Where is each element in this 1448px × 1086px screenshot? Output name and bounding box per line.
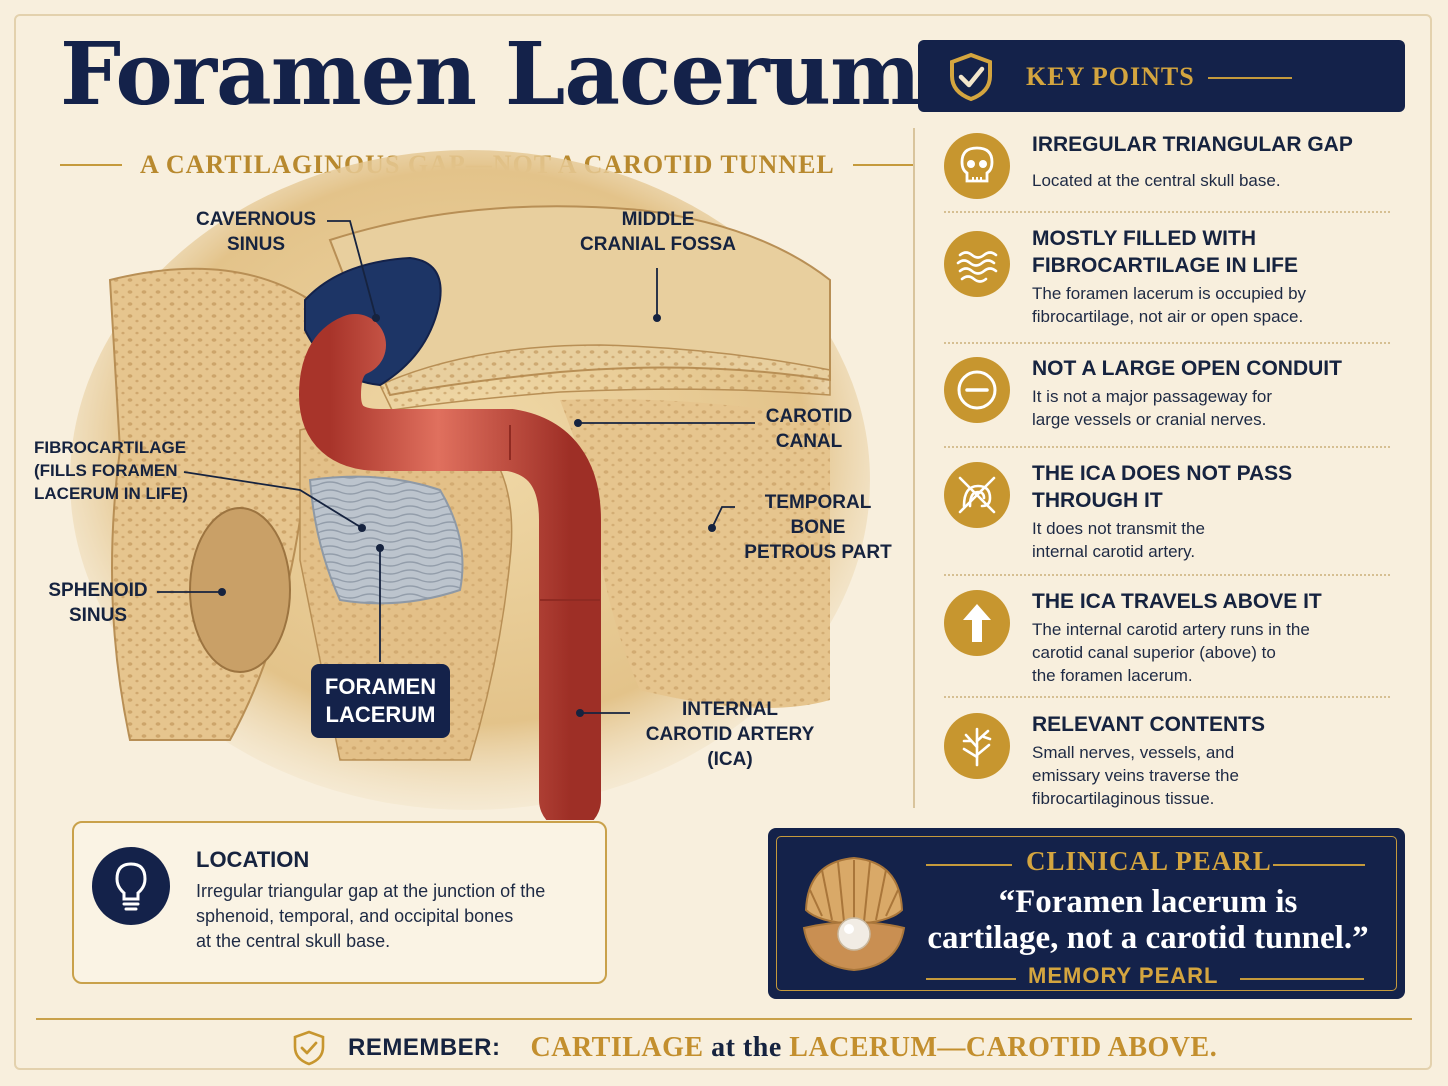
leader-fibrocartilage <box>183 471 363 529</box>
fossa-floor-shape <box>378 344 831 411</box>
key-point-item: THE ICA DOES NOT PASS THROUGH IT It does… <box>944 462 1394 562</box>
label-internal-carotid-artery: INTERNAL CAROTID ARTERY (ICA) <box>645 699 815 770</box>
location-text: Irregular triangular gap at the junction… <box>196 881 546 951</box>
key-point-separator <box>944 696 1390 698</box>
key-point-separator <box>944 211 1390 213</box>
key-points-divider <box>913 128 915 808</box>
footer-word-cartilage: CARTILAGE <box>530 1032 704 1063</box>
key-point-text: Small nerves, vessels, and emissary vein… <box>1032 743 1239 808</box>
label-middle-cranial-fossa: MIDDLE CRANIAL FOSSA <box>580 209 736 255</box>
internal-carotid-artery-shape <box>298 314 601 820</box>
label-foramen-lacerum: FORAMEN LACERUM <box>311 664 450 738</box>
footer-remember: REMEMBER: CARTILAGE at the LACERUM—CAROT… <box>292 1030 1217 1066</box>
pearl-shell-icon <box>802 856 906 972</box>
pearl-caption-rule-right <box>1240 978 1364 980</box>
lightbulb-icon <box>92 847 170 925</box>
no-vessel-icon <box>944 462 1010 528</box>
key-point-text: It is not a major passageway for large v… <box>1032 387 1273 429</box>
key-point-heading: MOSTLY FILLED WITH FIBROCARTILAGE IN LIF… <box>1032 227 1298 277</box>
waves-icon <box>944 231 1010 297</box>
key-point-item: NOT A LARGE OPEN CONDUIT It is not a maj… <box>944 357 1394 437</box>
key-point-separator <box>944 446 1390 448</box>
key-points-header: KEY POINTS <box>918 40 1405 112</box>
pearl-header-rule-right <box>1273 864 1365 866</box>
key-point-heading: THE ICA DOES NOT PASS THROUGH IT <box>1032 462 1293 512</box>
footer-rule <box>36 1018 1412 1020</box>
skull-icon <box>944 133 1010 199</box>
clinical-pearl-frame <box>776 836 1397 991</box>
page-title: Foramen Lacerum <box>60 24 921 125</box>
footer-word-connector: at the <box>703 1032 790 1063</box>
footer-message: CARTILAGE at the LACERUM—CAROTID ABOVE. <box>531 1032 1218 1064</box>
sphenoid-sinus-shape <box>189 507 291 673</box>
label-carotid-canal: CAROTID CANAL <box>765 406 853 452</box>
arrow-up-icon <box>944 590 1010 656</box>
key-point-item: THE ICA TRAVELS ABOVE IT The internal ca… <box>944 590 1394 690</box>
leader-cavernous-sinus <box>327 220 377 319</box>
clinical-pearl-quote: “Foramen lacerum is cartilage, not a car… <box>927 884 1369 956</box>
minus-circle-icon <box>944 357 1010 423</box>
location-box: LOCATION Irregular triangular gap at the… <box>72 821 607 984</box>
key-point-text: Located at the central skull base. <box>1032 171 1281 190</box>
memory-pearl-caption: MEMORY PEARL <box>1028 963 1219 988</box>
key-point-text: The internal carotid artery runs in the … <box>1032 620 1310 685</box>
leader-dots <box>218 314 716 717</box>
key-points-title: KEY POINTS <box>1026 62 1195 91</box>
key-point-item: RELEVANT CONTENTS Small nerves, vessels,… <box>944 713 1394 813</box>
footer-word-lacerum: LACERUM—CAROTID ABOVE. <box>789 1032 1218 1063</box>
location-title: LOCATION <box>196 847 310 872</box>
page-frame <box>14 14 1432 1070</box>
clinical-pearl-title: CLINICAL PEARL <box>1026 846 1272 876</box>
key-point-text: The foramen lacerum is occupied by fibro… <box>1032 284 1307 326</box>
leader-lines <box>157 220 755 714</box>
key-point-heading: THE ICA TRAVELS ABOVE IT <box>1032 590 1322 613</box>
pearl-header-rule-left <box>926 864 1012 866</box>
label-fibrocartilage: FIBROCARTILAGE (FILLS FORAMEN LACERUM IN… <box>34 438 188 503</box>
key-points-header-rule <box>1208 77 1292 79</box>
label-temporal-bone-petrous: TEMPORAL BONE PETROUS PART <box>744 492 892 563</box>
subtitle-rule-left <box>60 164 122 166</box>
key-point-separator <box>944 342 1390 344</box>
key-point-text: It does not transmit the internal caroti… <box>1032 519 1205 561</box>
key-point-heading: IRREGULAR TRIANGULAR GAP <box>1032 133 1353 156</box>
shield-check-icon <box>950 52 992 102</box>
leader-temporal-bone <box>711 506 735 529</box>
footer-label: REMEMBER: <box>348 1034 501 1061</box>
label-sphenoid-sinus: SPHENOID SINUS <box>48 580 148 626</box>
subtitle-rule-right <box>852 164 915 166</box>
label-cavernous-sinus: CAVERNOUS SINUS <box>196 209 316 255</box>
skull-base-illustration <box>70 150 870 820</box>
key-point-item: MOSTLY FILLED WITH FIBROCARTILAGE IN LIF… <box>944 227 1394 327</box>
key-point-separator <box>944 574 1390 576</box>
pearl-caption-rule-left <box>926 978 1016 980</box>
nerve-branch-icon <box>944 713 1010 779</box>
clinical-pearl-box: CLINICAL PEARL “Foramen lacerum is carti… <box>768 828 1405 999</box>
key-point-heading: RELEVANT CONTENTS <box>1032 713 1265 736</box>
shield-check-icon <box>293 1030 325 1066</box>
petrous-bone-texture <box>560 399 830 708</box>
key-point-heading: NOT A LARGE OPEN CONDUIT <box>1032 357 1342 380</box>
key-point-item: IRREGULAR TRIANGULAR GAP Located at the … <box>944 133 1394 203</box>
fibrocartilage-fibers <box>310 476 463 604</box>
